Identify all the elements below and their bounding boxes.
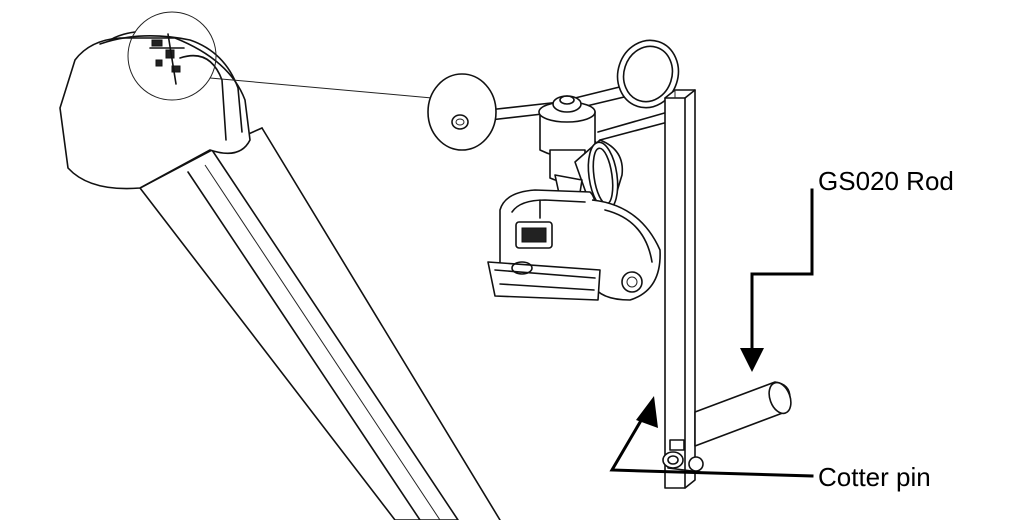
cotter-pin	[662, 439, 704, 473]
anemometer	[427, 39, 680, 301]
sensor-housing	[487, 174, 661, 301]
bracket-detail	[149, 33, 185, 85]
cotter-pin-label: Cotter pin	[818, 462, 931, 492]
gs020-rod	[694, 381, 792, 447]
left-cup	[427, 73, 497, 151]
crossbar	[597, 111, 669, 141]
pin-callout-arrow	[609, 396, 814, 478]
detail-magnifier	[127, 11, 433, 101]
upright-tube	[664, 89, 696, 489]
rod-callout-arrow	[740, 188, 814, 372]
pole-head-cap	[59, 31, 251, 190]
gs020-rod-label: GS020 Rod	[818, 166, 954, 196]
mounting-pole	[139, 127, 501, 520]
top-right-cup	[616, 39, 680, 109]
